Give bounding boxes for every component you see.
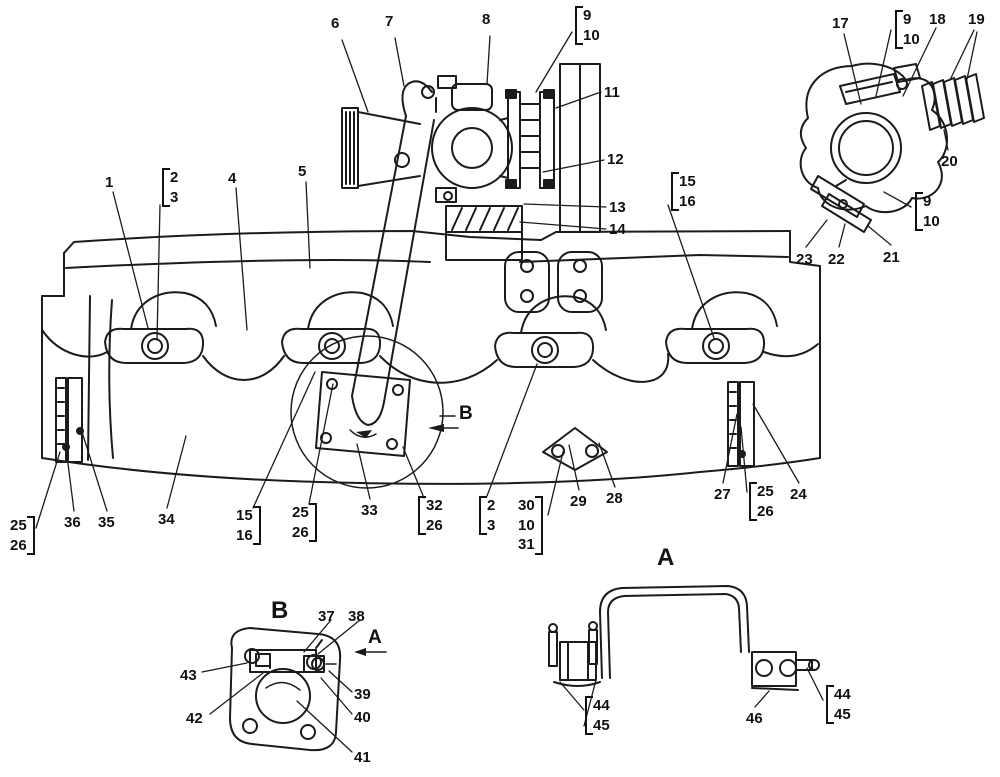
- leader-lines: [36, 28, 977, 752]
- detail-view-turbo-outlet: [801, 64, 984, 232]
- detail-view-a: [549, 586, 819, 690]
- turbocharger-assembly: [342, 64, 600, 425]
- view-direction-arrows: [354, 416, 458, 656]
- detail-view-b: [230, 628, 340, 750]
- detail-circle-b: [291, 336, 443, 488]
